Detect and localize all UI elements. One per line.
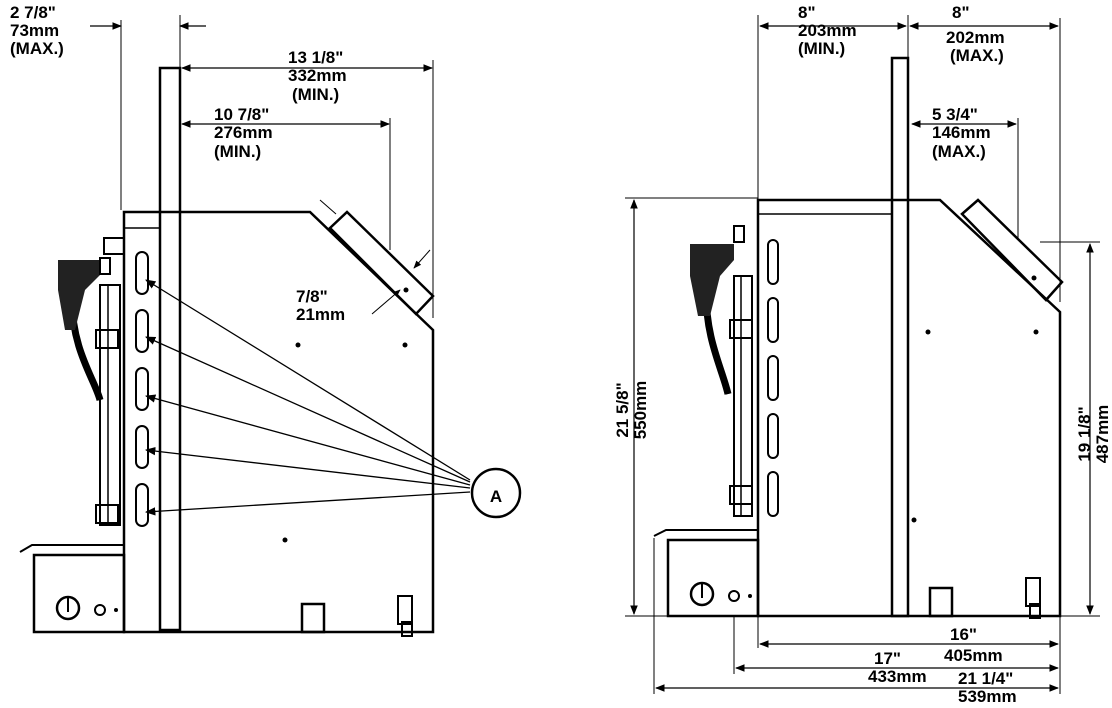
left-damper [328, 210, 435, 316]
svg-text:539mm: 539mm [958, 687, 1017, 706]
svg-text:433mm: 433mm [868, 667, 927, 686]
svg-text:8": 8" [952, 3, 970, 22]
left-dim-73-label: 2 7/8" 73mm (MAX.) [10, 3, 64, 58]
right-dim-146-label: 5 3/4" 146mm (MAX.) [932, 105, 991, 161]
svg-text:2 7/8": 2 7/8" [10, 3, 56, 22]
svg-text:21 5/8": 21 5/8" [613, 382, 632, 437]
left-vent-pipe [158, 66, 182, 632]
svg-text:16": 16" [950, 625, 977, 644]
svg-text:10 7/8": 10 7/8" [214, 105, 269, 124]
svg-text:487mm: 487mm [1093, 405, 1112, 464]
right-dim-433-label: 17" 433mm [868, 649, 927, 686]
left-hose-coupler [58, 260, 100, 330]
right-view: 8" 203mm (MIN.) 8" 202mm (MAX.) 5 3/4" 1… [613, 3, 1112, 706]
svg-text:332mm: 332mm [288, 66, 347, 85]
svg-text:203mm: 203mm [798, 21, 857, 40]
svg-text:405mm: 405mm [944, 646, 1003, 665]
svg-text:19 1/8": 19 1/8" [1075, 406, 1094, 461]
svg-text:13 1/8": 13 1/8" [288, 48, 343, 67]
left-dim-21-label: 7/8" 21mm [296, 287, 345, 324]
svg-text:(MIN.): (MIN.) [214, 142, 261, 161]
svg-text:276mm: 276mm [214, 123, 273, 142]
svg-text:7/8": 7/8" [296, 287, 328, 306]
svg-text:550mm: 550mm [631, 381, 650, 440]
right-damper [960, 198, 1064, 302]
right-vent-pipe [890, 56, 910, 618]
callout-a-label: A [490, 487, 502, 506]
svg-text:73mm: 73mm [10, 21, 59, 40]
left-valve-box [32, 553, 126, 634]
svg-text:202mm: 202mm [946, 28, 1005, 47]
right-hose-coupler [690, 244, 734, 316]
right-dim-487-label: 19 1/8" 487mm [1075, 405, 1112, 464]
right-dim-202-label: 8" 202mm (MAX.) [946, 3, 1005, 65]
svg-text:(MAX.): (MAX.) [950, 46, 1004, 65]
left-view: A 2 7/8" 73mm (MAX.) 13 1/ [10, 3, 522, 637]
right-valve-box [666, 538, 760, 618]
left-dim-332-label: 13 1/8" 332mm (MIN.) [288, 48, 347, 104]
svg-text:21mm: 21mm [296, 305, 345, 324]
right-appliance-body [756, 198, 1062, 618]
svg-text:(MIN.): (MIN.) [292, 85, 339, 104]
svg-text:(MIN.): (MIN.) [798, 39, 845, 58]
right-dim-539-label: 21 1/4" 539mm [958, 669, 1017, 706]
right-dim-550-label: 21 5/8" 550mm [613, 381, 650, 440]
svg-text:8": 8" [798, 3, 816, 22]
svg-text:(MAX.): (MAX.) [932, 142, 986, 161]
svg-text:(MAX.): (MAX.) [10, 39, 64, 58]
left-dim-276-label: 10 7/8" 276mm (MIN.) [214, 105, 273, 161]
svg-text:5 3/4": 5 3/4" [932, 105, 978, 124]
callout-a-circle [470, 467, 522, 519]
svg-text:21 1/4": 21 1/4" [958, 669, 1013, 688]
svg-text:146mm: 146mm [932, 123, 991, 142]
svg-text:17": 17" [874, 649, 901, 668]
right-dim-405-label: 16" 405mm [944, 625, 1003, 665]
right-dim-203-label: 8" 203mm (MIN.) [798, 3, 857, 58]
callout-leaders [144, 279, 471, 516]
